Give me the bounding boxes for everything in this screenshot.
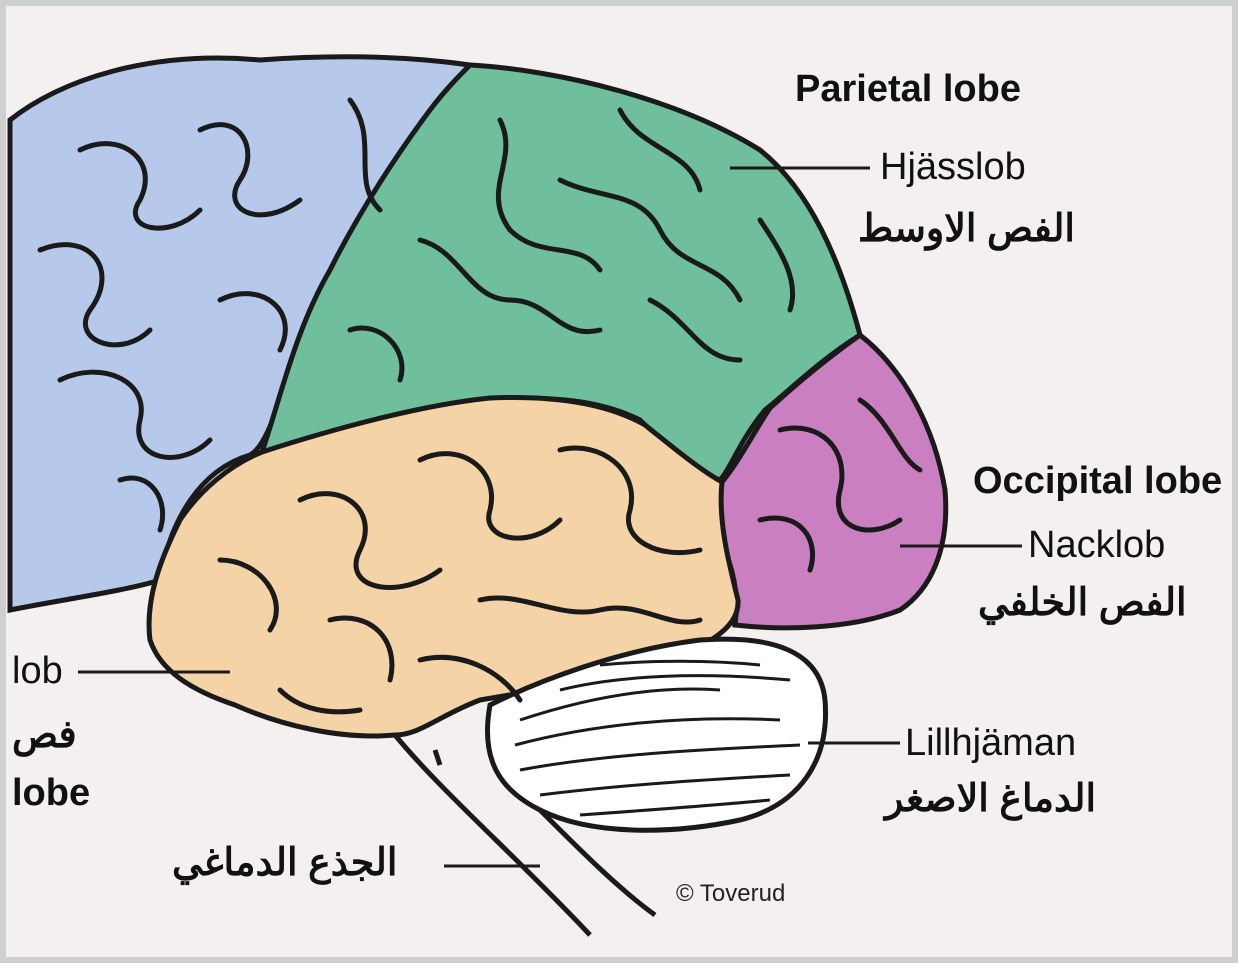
parietal-lobe-swedish-label: Hjässlob bbox=[880, 146, 1026, 189]
temporal-lobe-english-label: lobe bbox=[12, 772, 90, 815]
temporal-lobe-swedish-label: lob bbox=[12, 650, 63, 693]
occipital-lobe-arabic-label: الفص الخلفي bbox=[978, 580, 1187, 625]
occipital-lobe-english-label: Occipital lobe bbox=[973, 460, 1222, 503]
copyright-credit: © Toverud bbox=[676, 880, 785, 908]
cerebellum-swedish-label: Lillhjäman bbox=[905, 722, 1076, 765]
parietal-lobe-arabic-label: الفص الاوسط bbox=[858, 206, 1075, 251]
parietal-lobe-english-label: Parietal lobe bbox=[795, 68, 1021, 111]
cerebellum-arabic-label: الدماغ الاصغر bbox=[885, 776, 1096, 821]
temporal-lobe-arabic-label: فص bbox=[12, 712, 77, 757]
occipital-lobe-swedish-label: Nacklob bbox=[1028, 524, 1165, 567]
brainstem-arabic-label: الجذع الدماغي bbox=[172, 840, 397, 885]
